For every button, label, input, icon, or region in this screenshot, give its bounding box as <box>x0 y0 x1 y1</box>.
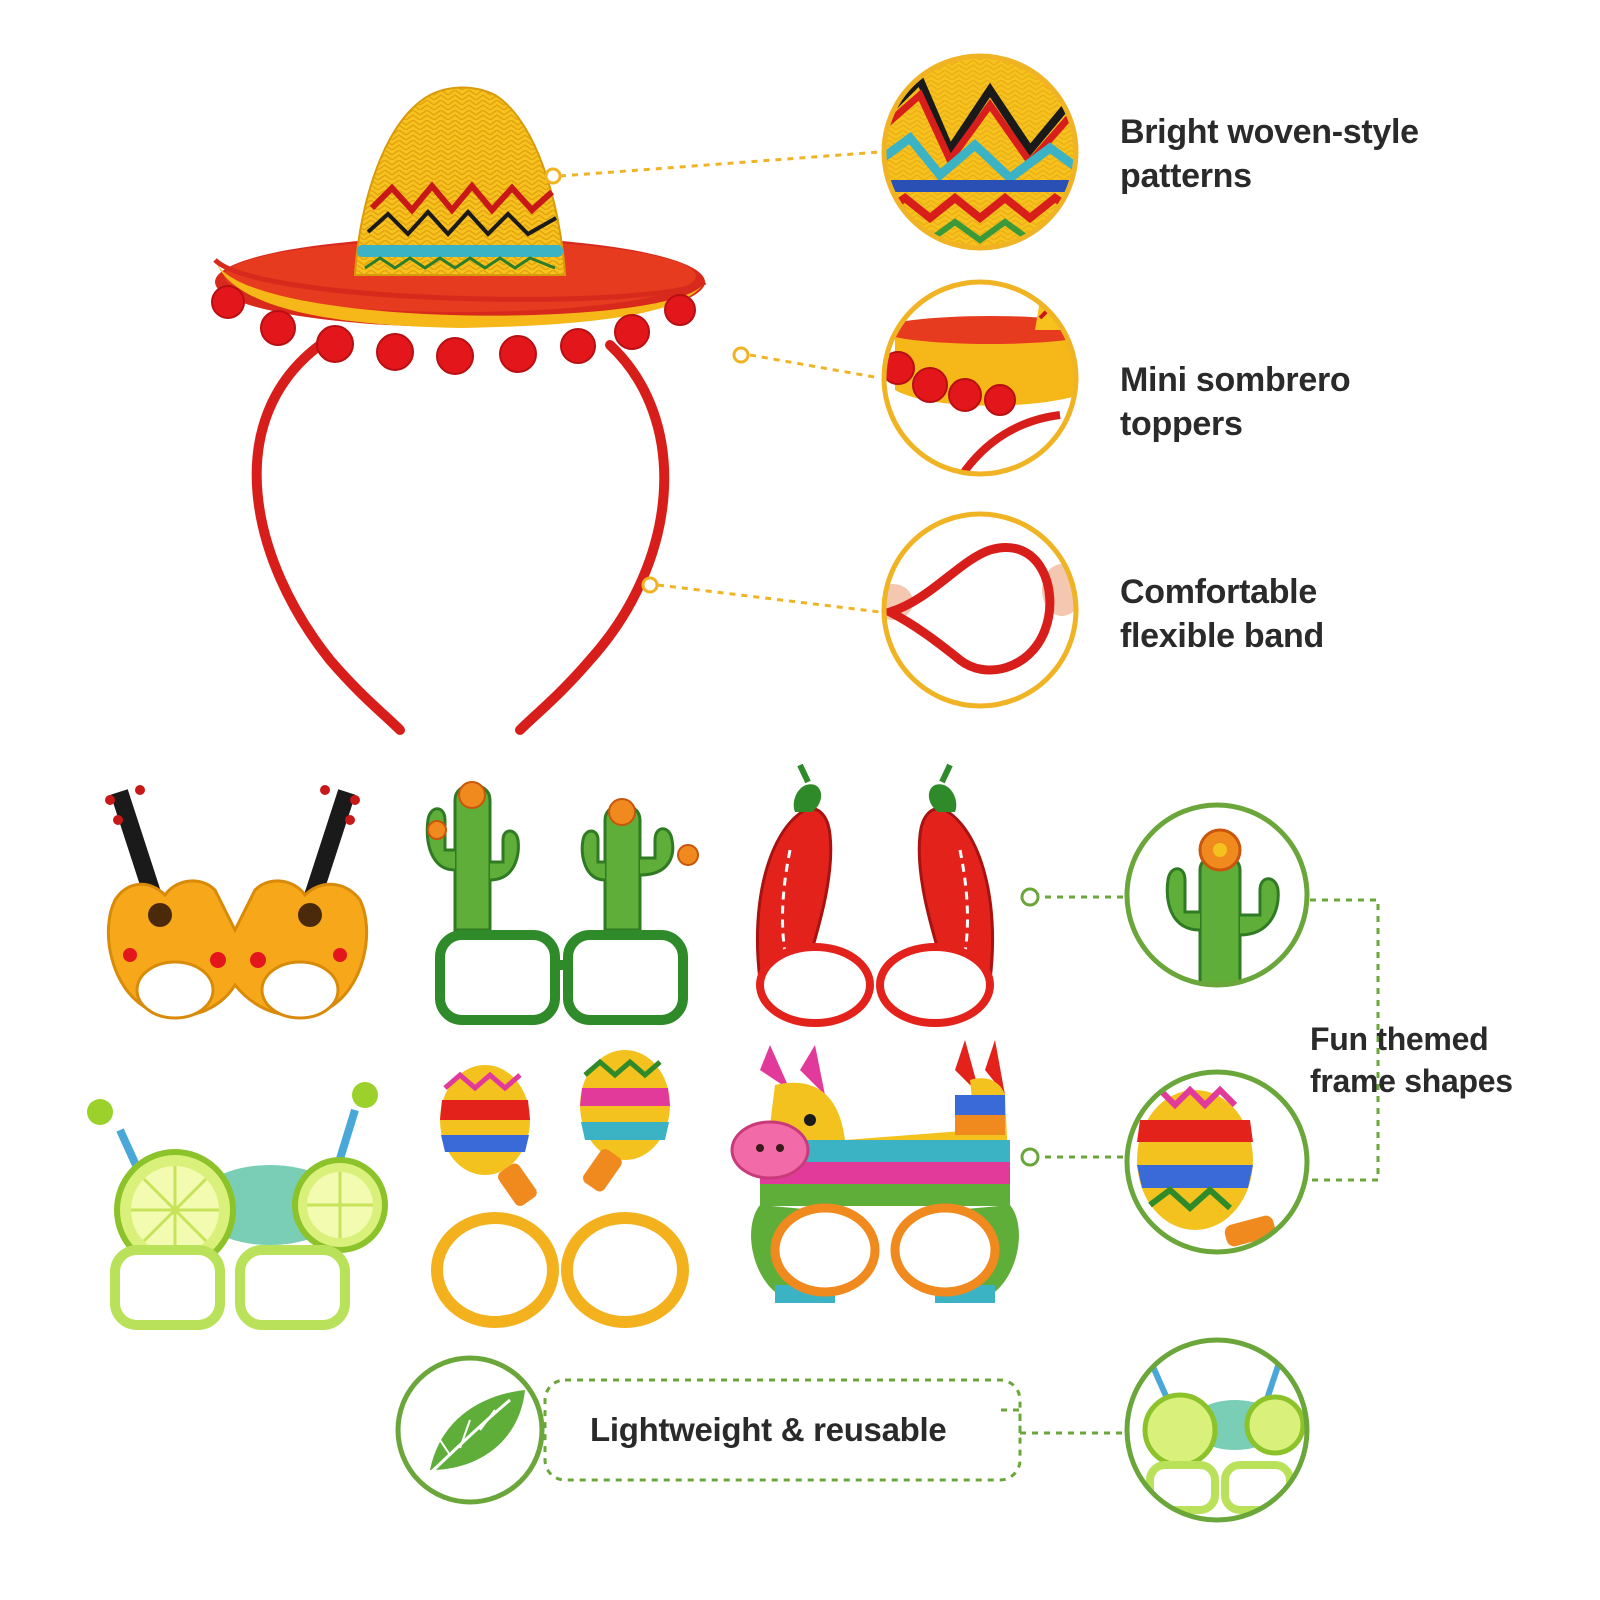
feature-patterns-line2: patterns <box>1120 157 1252 195</box>
feature-patterns-line1: Bright woven-style <box>1120 113 1419 151</box>
feature-frames-line1: Fun themed <box>1310 1021 1489 1057</box>
callout-dot-maraca <box>1020 1147 1040 1167</box>
feature-frames-line2: frame shapes <box>1310 1063 1513 1099</box>
sombrero-headband <box>211 86 707 735</box>
cactus-glasses <box>425 781 699 1025</box>
feature-frames-label: Fun themed frame shapes <box>1310 1018 1513 1102</box>
leaf-icon <box>423 1390 525 1480</box>
feature-toppers-label: Mini sombrero toppers <box>1120 358 1351 446</box>
detail-woven-pattern <box>881 53 1079 251</box>
chili-glasses <box>756 763 994 1027</box>
callout-dot-toppers <box>732 346 750 364</box>
callout-dot-band <box>641 576 659 594</box>
maraca-glasses <box>431 1050 689 1328</box>
guitar-glasses <box>105 785 368 1020</box>
detail-lime-glasses <box>1124 1337 1310 1523</box>
detail-cactus <box>1124 802 1310 988</box>
feature-lightweight-text: Lightweight & reusable <box>590 1411 947 1448</box>
callout-dot-cactus <box>1020 887 1040 907</box>
callout-dot-patterns <box>544 167 562 185</box>
callout-connectors-green <box>1000 895 1380 1435</box>
feature-patterns-label: Bright woven-style patterns <box>1120 110 1419 198</box>
feature-band-line1: Comfortable <box>1120 573 1317 611</box>
feature-band-line2: flexible band <box>1120 617 1324 655</box>
lime-glasses <box>87 1082 388 1330</box>
detail-sombrero-topper <box>881 279 1079 477</box>
detail-flexible-band <box>881 511 1079 709</box>
detail-maraca <box>1124 1069 1310 1255</box>
pinata-glasses <box>730 1040 1019 1303</box>
feature-toppers-line2: toppers <box>1120 405 1243 443</box>
feature-toppers-line1: Mini sombrero <box>1120 361 1351 399</box>
lightweight-callout <box>395 1355 1022 1505</box>
callout-connectors-top <box>559 150 881 614</box>
feature-lightweight-label: Lightweight & reusable <box>590 1408 947 1452</box>
feature-band-label: Comfortable flexible band <box>1120 570 1324 658</box>
